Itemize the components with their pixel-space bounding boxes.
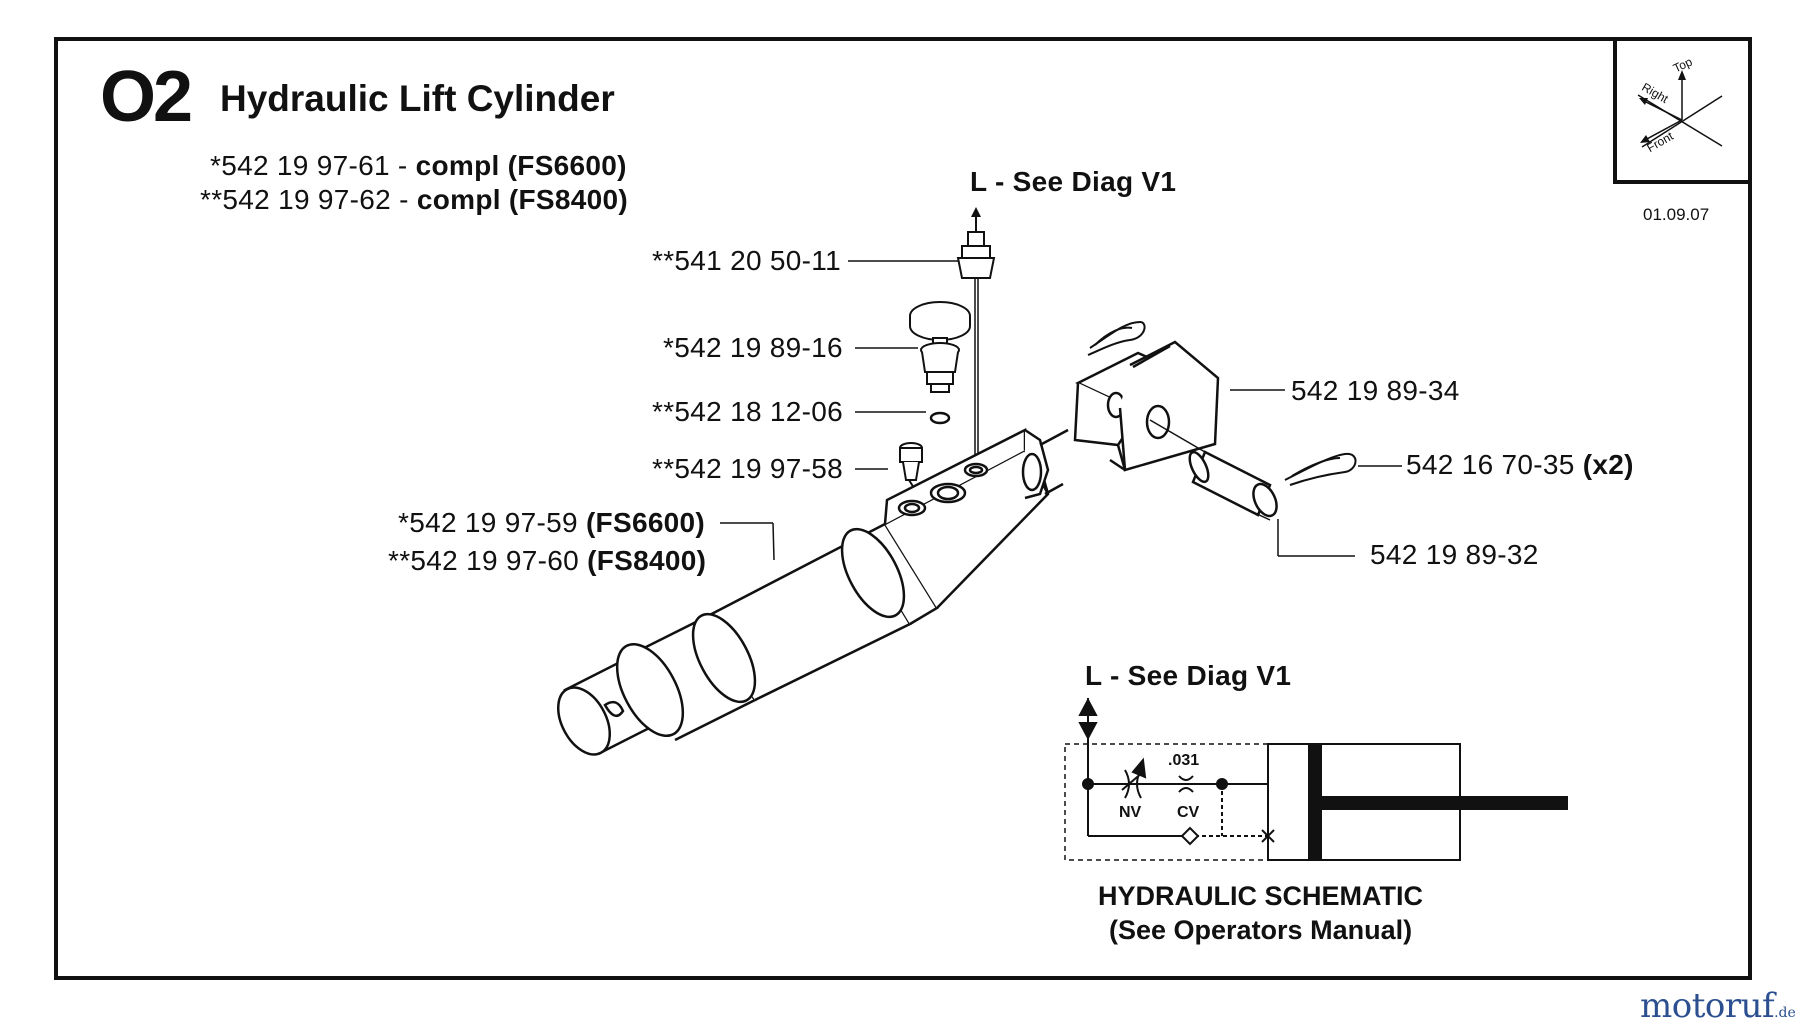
part-callout-valve: *542 19 89-16 xyxy=(663,332,843,364)
schematic-needle-valve-label: NV xyxy=(1119,804,1142,821)
assembly-sep: - xyxy=(391,184,417,215)
hairpin-drawing xyxy=(1284,452,1357,486)
part-number: 542 19 89-16 xyxy=(674,332,843,363)
assembly-number: 542 19 97-61 xyxy=(221,150,390,181)
part-prefix: ** xyxy=(652,396,675,427)
assembly-prefix: * xyxy=(210,150,222,181)
assembly-prefix: ** xyxy=(200,184,223,215)
watermark-suffix: .de xyxy=(1774,1005,1796,1021)
part-suffix: (FS8400) xyxy=(587,545,707,576)
schematic-check-valve-label: CV xyxy=(1177,804,1200,821)
diagram-frame xyxy=(54,37,1752,980)
part-prefix: ** xyxy=(388,545,411,576)
part-callout-bleeder: **542 19 97-58 xyxy=(652,453,843,485)
cylinder-drawing xyxy=(557,427,1069,756)
valve-drawing xyxy=(909,301,971,425)
part-number: 541 20 50-11 xyxy=(674,245,841,276)
schematic-orifice-label: .031 xyxy=(1168,752,1200,769)
pin-drawing xyxy=(1149,419,1278,521)
page-title: Hydraulic Lift Cylinder xyxy=(220,78,615,119)
part-prefix: * xyxy=(398,507,410,538)
part-prefix: ** xyxy=(652,453,675,484)
assembly-label: compl (FS6600) xyxy=(415,150,627,181)
watermark-logo: motoruf.de xyxy=(1640,986,1796,1026)
part-number: 542 19 97-60 xyxy=(410,545,580,576)
part-number: 542 19 97-59 xyxy=(409,507,578,538)
part-prefix: ** xyxy=(652,245,675,276)
schematic-caption-title: HYDRAULIC SCHEMATIC xyxy=(1098,881,1423,911)
part-callout-cylinder-fs8400: **542 19 97-60 (FS8400) xyxy=(388,545,706,577)
schematic-caption-note: (See Operators Manual) xyxy=(1109,915,1413,945)
section-code: O2 xyxy=(100,57,193,137)
bleeder-drawing xyxy=(899,442,923,489)
assembly-sep: - xyxy=(389,150,416,181)
assembly-number: 542 19 97-62 xyxy=(222,184,392,215)
orientation-widget xyxy=(1613,39,1750,184)
part-number: 542 18 12-06 xyxy=(674,396,844,427)
leader-lines xyxy=(720,260,1402,561)
part-suffix: (FS6600) xyxy=(585,507,706,538)
part-callout-hairpin: 542 16 70-35 (x2) xyxy=(1406,449,1634,481)
reference-label-schematic: L - See Diag V1 xyxy=(1085,660,1292,691)
assembly-line-fs6600: *542 19 97-61 - compl (FS6600) xyxy=(210,150,627,182)
assembly-label: compl (FS8400) xyxy=(416,184,628,215)
part-callout-bracket: 542 19 89-34 xyxy=(1291,375,1460,407)
part-callout-fitting: **541 20 50-11 xyxy=(652,245,841,277)
part-suffix: (x2) xyxy=(1582,449,1634,480)
fitting-drawing xyxy=(956,207,996,279)
part-prefix: * xyxy=(663,332,675,363)
reference-label-top: L - See Diag V1 xyxy=(970,166,1177,197)
part-number: 542 19 97-58 xyxy=(674,453,844,484)
hydraulic-schematic xyxy=(1064,697,1568,861)
part-callout-oring: **542 18 12-06 xyxy=(652,396,843,428)
part-number: 542 19 89-34 xyxy=(1291,375,1460,406)
assembly-line-fs8400: **542 19 97-62 - compl (FS8400) xyxy=(200,184,628,216)
watermark-text: motoruf xyxy=(1640,986,1775,1026)
part-callout-cylinder-fs6600: *542 19 97-59 (FS6600) xyxy=(398,507,705,539)
bracket-drawing xyxy=(1073,320,1220,472)
part-number: 542 19 89-32 xyxy=(1370,539,1539,570)
part-callout-pin: 542 19 89-32 xyxy=(1370,539,1539,571)
part-number: 542 16 70-35 xyxy=(1406,449,1575,480)
revision-date: 01.09.07 xyxy=(1643,205,1710,224)
